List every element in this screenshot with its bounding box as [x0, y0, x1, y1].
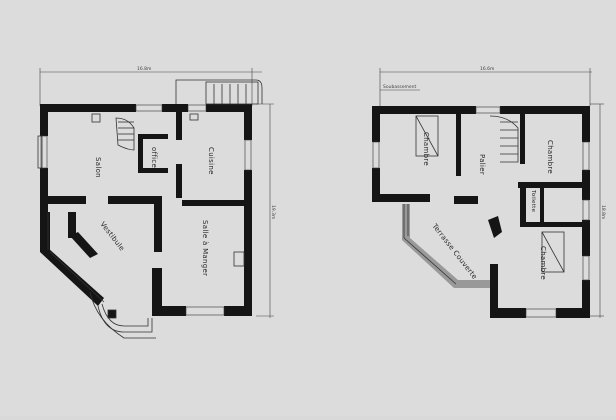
gf-exterior-stair: [175, 79, 263, 105]
gf-depth-label: 19.3m: [270, 205, 276, 219]
gf-room-cuisine: Cuisine: [207, 147, 215, 175]
gf-room-salle-a-manger: Salle à Manger: [201, 220, 209, 276]
gf-room-office: office: [150, 147, 158, 168]
uf-depth-label: 18.8m: [600, 205, 606, 219]
gf-width-label: 16.8m: [137, 66, 151, 72]
uf-stair: [489, 115, 519, 163]
uf-room-chambre-left: Chambre: [422, 132, 430, 166]
uf-annotation: Soubassement: [383, 84, 417, 90]
uf-room-palier: Palier: [478, 154, 486, 175]
gf-room-salon: Salon: [94, 157, 102, 178]
gf-entrance-steps: [89, 291, 156, 339]
uf-terrace-balustrade: [402, 204, 490, 288]
uf-room-toilette: Toilette: [530, 189, 536, 213]
ground-floor-plan: 16.8m 19.3m: [37, 66, 276, 339]
uf-room-chambre-lower: Chambre: [539, 246, 547, 280]
uf-width-label: 16.6m: [480, 66, 494, 72]
uf-room-chambre-right: Chambre: [546, 140, 554, 174]
gf-stair: [115, 117, 135, 151]
